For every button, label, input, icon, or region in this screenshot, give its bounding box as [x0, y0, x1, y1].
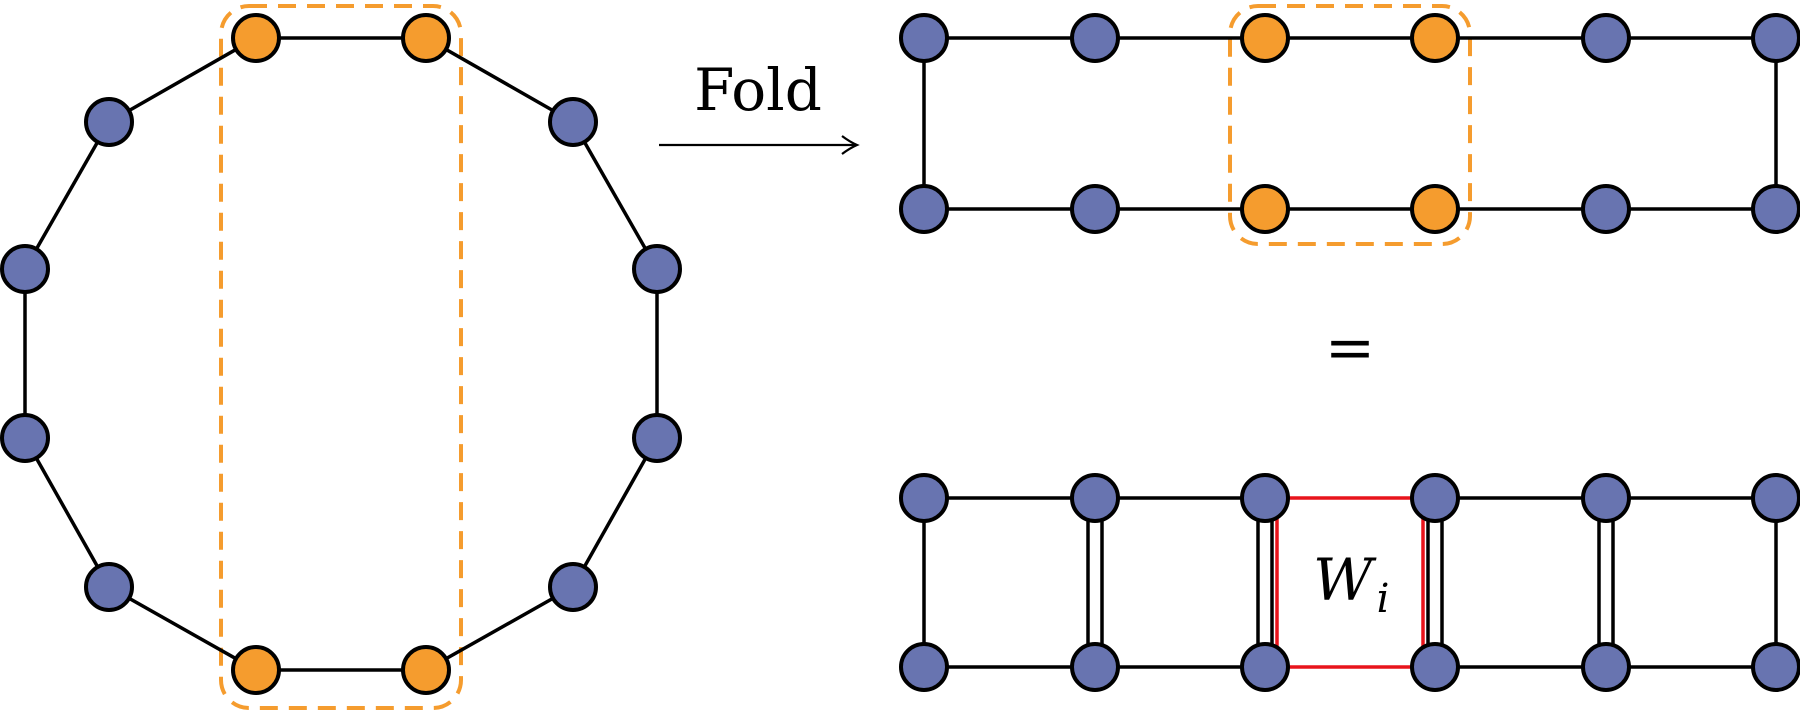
- folded-node: [1581, 184, 1631, 234]
- folded-node: [1070, 184, 1120, 234]
- ring-edge: [425, 36, 574, 124]
- ring-node: [548, 562, 598, 612]
- folded-node: [899, 184, 949, 234]
- ladder-node: [1240, 473, 1290, 523]
- folded-node: [899, 13, 949, 63]
- ring-edge: [23, 437, 111, 588]
- ladder-node: [1410, 642, 1460, 692]
- ring-edge: [571, 437, 659, 588]
- ring-edge: [425, 585, 574, 672]
- folded-highlight-box: [1228, 4, 1472, 246]
- fold-arrow: [659, 135, 860, 155]
- folded-node: [1410, 184, 1460, 234]
- equals-sign: =: [1325, 313, 1375, 383]
- ladder-node: [1581, 473, 1631, 523]
- ladder-node: [899, 642, 949, 692]
- ring-node: [0, 244, 50, 294]
- folded-node: [1751, 13, 1800, 63]
- ring-node: [401, 645, 451, 695]
- ring-node: [84, 562, 134, 612]
- folded-node: [1240, 13, 1290, 63]
- ladder-node: [1751, 642, 1800, 692]
- folded-node: [1581, 13, 1631, 63]
- ring-edge: [23, 121, 111, 270]
- ring-node: [231, 13, 281, 63]
- ring-node: [231, 645, 281, 695]
- w-i-main: W: [1313, 546, 1377, 614]
- w-i-subscript: i: [1377, 576, 1390, 622]
- ring-edge: [108, 36, 257, 124]
- fold-label: Fold: [694, 56, 822, 124]
- ladder-node: [1070, 642, 1120, 692]
- ring-node: [401, 13, 451, 63]
- ladder-node: [1240, 642, 1290, 692]
- ring-node: [0, 413, 50, 463]
- ring-node: [84, 97, 134, 147]
- folded-node: [1410, 13, 1460, 63]
- folded-node: [1751, 184, 1800, 234]
- ladder-node: [1581, 642, 1631, 692]
- ring-node: [548, 97, 598, 147]
- ladder-node: [1070, 473, 1120, 523]
- ring-edge: [571, 121, 659, 270]
- ring-node: [632, 413, 682, 463]
- folded-node: [1240, 184, 1290, 234]
- ring-node: [632, 244, 682, 294]
- ladder-node: [899, 473, 949, 523]
- ladder-node: [1410, 473, 1460, 523]
- ring-edge: [108, 585, 257, 672]
- ring-highlight-box: [219, 4, 463, 710]
- folded-node: [1070, 13, 1120, 63]
- ladder-node: [1751, 473, 1800, 523]
